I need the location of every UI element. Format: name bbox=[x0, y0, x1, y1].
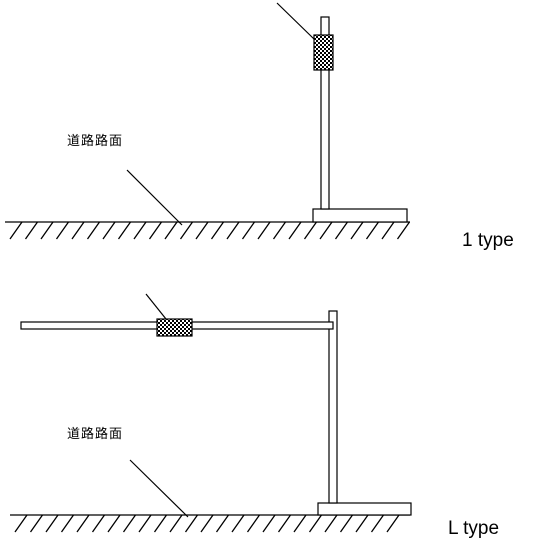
vertical-pole-2 bbox=[328, 310, 338, 504]
sensor-leader-line-1 bbox=[276, 2, 315, 40]
sensor-leader-line-2 bbox=[145, 293, 167, 320]
ground-hatching-1 bbox=[9, 221, 411, 240]
type-label-2: L type bbox=[448, 518, 500, 539]
vertical-pole-1 bbox=[320, 16, 330, 210]
sensor-box-1 bbox=[313, 34, 334, 71]
ground-hatching-2 bbox=[14, 514, 400, 533]
type-label-1: 1 type bbox=[462, 230, 514, 251]
road-surface-label-2: 道路路面 bbox=[67, 427, 124, 442]
road-surface-label-1: 道路路面 bbox=[67, 134, 124, 149]
road-leader-line-2 bbox=[129, 459, 189, 518]
road-leader-line-1 bbox=[126, 169, 183, 226]
diagram-1-type bbox=[5, 2, 411, 240]
base-plate-1 bbox=[312, 208, 408, 223]
base-plate-2 bbox=[317, 502, 412, 516]
diagram-l-type bbox=[10, 293, 412, 533]
ground-1 bbox=[5, 221, 411, 240]
sensor-box-2 bbox=[156, 318, 193, 337]
ground-2 bbox=[10, 514, 410, 533]
